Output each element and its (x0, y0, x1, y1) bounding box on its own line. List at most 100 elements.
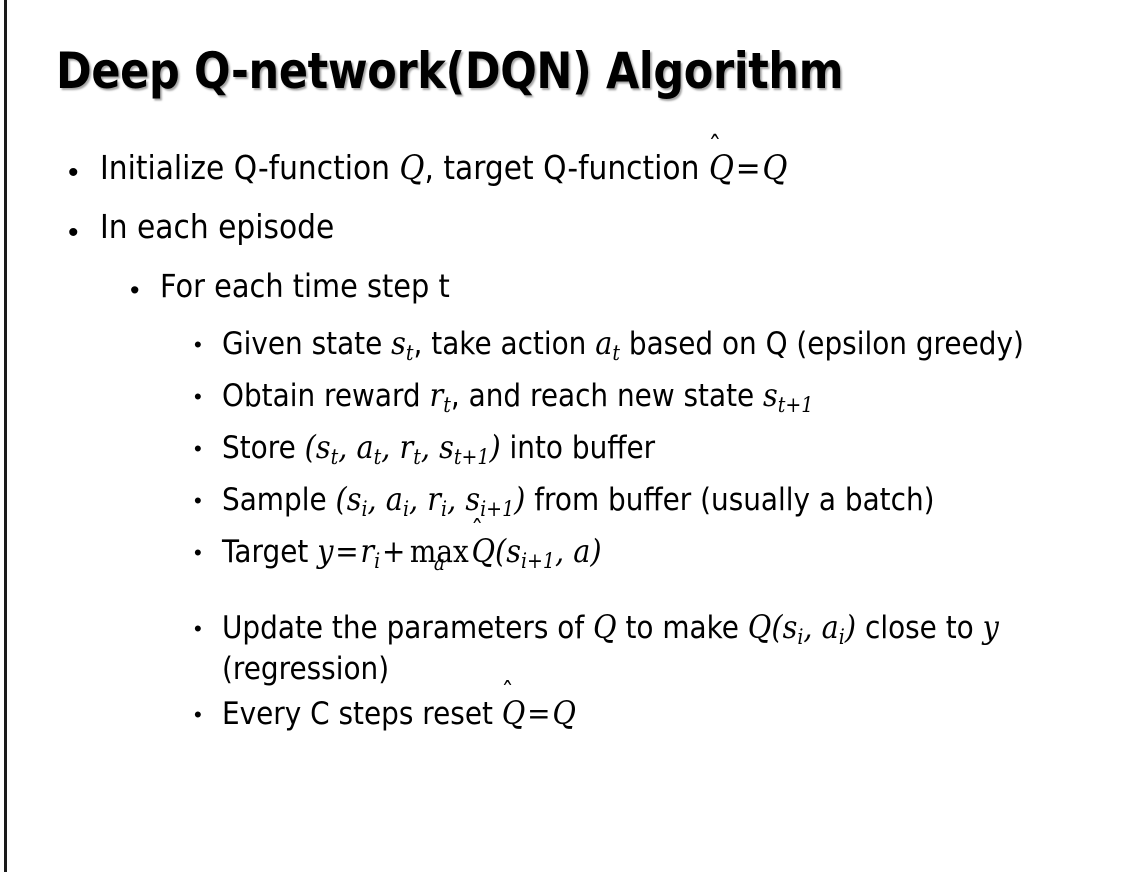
math-var-q: Q (762, 148, 788, 188)
list-item-text: Every C steps reset ̂Q=Q (222, 692, 1113, 735)
list-item-text: Store (st, at, rt, st+1) into buffer (222, 426, 1113, 469)
math-base: r (427, 480, 442, 518)
list-item: • In each episode (0, 206, 1124, 260)
math-var-s: st+1 (439, 428, 489, 467)
text-run: Every C steps reset (222, 696, 502, 733)
list-item: • Initialize Q-function Q, target Q-func… (0, 146, 1124, 200)
math-paren-open: ( (335, 480, 347, 518)
text-run: based on Q (epsilon greedy) (620, 326, 1024, 362)
math-base: s (782, 608, 798, 646)
math-subscript: i (797, 623, 804, 649)
bullet-marker: • (194, 436, 202, 461)
bullet-marker: • (194, 384, 202, 409)
text-run: Obtain reward (222, 378, 430, 414)
math-var-q: Q (747, 608, 772, 646)
math-base: r (399, 428, 414, 466)
math-base: a (385, 480, 403, 518)
bullet-marker: • (194, 702, 202, 728)
math-qhat: ̂Q (502, 692, 526, 734)
math-var-a: ai (385, 480, 409, 519)
list-item: • Update the parameters of Q to make Q(s… (0, 606, 1124, 690)
math-base: s (465, 480, 481, 518)
math-comma: , (555, 532, 574, 570)
math-base: s (346, 480, 362, 518)
math-var-s: si (782, 608, 804, 649)
math-base: a (356, 428, 374, 466)
math-comma: , (338, 428, 357, 466)
math-subscript: t (373, 443, 382, 469)
list-item-text: Initialize Q-function Q, target Q-functi… (100, 146, 1117, 190)
bullet-marker: • (68, 216, 79, 249)
math-var-a: a (573, 532, 591, 570)
list-item-text: Given state st, take action at based on … (222, 322, 1113, 365)
math-base: s (315, 428, 331, 466)
bullet-marker: • (194, 540, 202, 565)
math-comma: , (381, 428, 400, 466)
text-run: Store (222, 430, 305, 466)
text-run: , take action (413, 326, 596, 362)
bullet-marker: • (68, 156, 79, 189)
math-var-r: ri (427, 480, 447, 519)
math-paren-open: ( (304, 428, 316, 466)
list-item-text: Update the parameters of Q to make Q(si,… (222, 606, 1113, 690)
text-run: , and reach new state (450, 378, 764, 414)
math-qhat: ̂Q (709, 146, 734, 190)
bullet-list: • Initialize Q-function Q, target Q-func… (0, 146, 1124, 744)
math-base: s (506, 532, 521, 570)
page-title: Deep Q-network(DQN) Algorithm (56, 42, 844, 100)
math-paren-close: ) (489, 428, 501, 466)
bullet-marker: • (130, 275, 140, 305)
math-base: s (763, 376, 778, 414)
text-run: Update the parameters of (222, 610, 594, 646)
math-comma: , (409, 480, 428, 518)
math-var-q: Q (593, 608, 617, 646)
text-run: , target Q-function (424, 148, 709, 187)
math-base: s (391, 324, 406, 362)
math-equals: = (335, 534, 359, 570)
math-subscript: t (443, 391, 451, 417)
math-var-a: at (356, 428, 382, 469)
math-subscript: t+1 (777, 391, 814, 417)
list-item: • Obtain reward rt, and reach new state … (0, 374, 1124, 424)
bullet-marker: • (194, 488, 202, 513)
math-var-s: st+1 (763, 376, 814, 417)
list-item: • Sample (si, ai, ri, si+1) from buffer … (0, 478, 1124, 528)
text-run: Sample (222, 482, 336, 518)
math-var-a: at (595, 324, 621, 365)
math-base: a (821, 608, 839, 646)
list-item-text: Obtain reward rt, and reach new state st… (222, 374, 1113, 417)
math-var-r: ri (360, 532, 380, 571)
math-var: Q (471, 532, 496, 570)
math-subscript: t (612, 339, 621, 365)
math-qhat: ̂Q (471, 530, 495, 572)
math-base: r (360, 532, 375, 570)
math-var-y: y (982, 608, 999, 646)
math-subscript: i+1 (520, 547, 555, 573)
text-run: Given state (222, 326, 392, 362)
math-var-s: st (391, 324, 414, 365)
math-subscript: i (361, 495, 368, 521)
list-item-text: In each episode (100, 207, 335, 246)
math-comma: , (803, 608, 822, 646)
max-subscript: a (433, 550, 445, 575)
math-base: s (439, 428, 454, 466)
text-run: from buffer (usually a batch) (525, 482, 935, 518)
math-var-y: y (317, 532, 334, 570)
text-run: to make (616, 610, 748, 646)
list-item: • For each time step t (0, 266, 1124, 318)
math-paren-open: ( (495, 532, 507, 570)
math-equals: = (527, 696, 551, 733)
text-run: (regression) (222, 651, 390, 688)
math-var-a: ai (821, 608, 845, 649)
math-subscript: t (405, 339, 414, 365)
list-item: • Every C steps reset ̂Q=Q (0, 692, 1124, 742)
list-item-text: Sample (si, ai, ri, si+1) from buffer (u… (222, 478, 1113, 521)
math-var: Q (708, 148, 734, 188)
math-paren-close: ) (590, 532, 602, 570)
math-base: a (595, 324, 613, 362)
list-item: • Store (st, at, rt, st+1) into buffer (0, 426, 1124, 476)
math-paren-close: ) (844, 608, 857, 646)
math-subscript: i (838, 623, 845, 649)
bullet-marker: • (194, 332, 202, 357)
